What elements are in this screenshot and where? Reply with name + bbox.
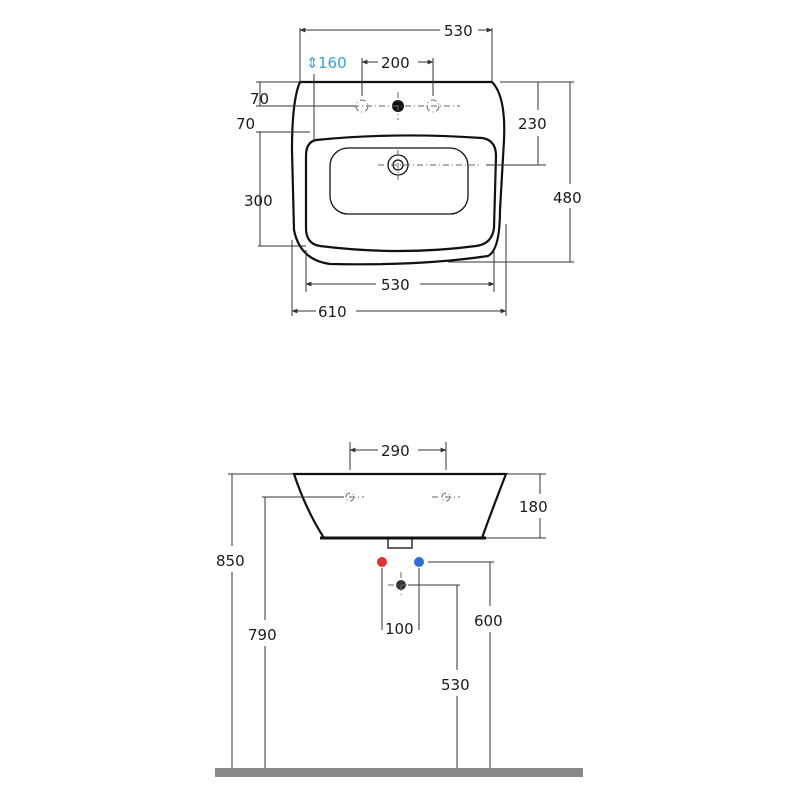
dim-bottom-530: 530 (381, 276, 410, 294)
floor-line (215, 768, 583, 777)
dim-230: 230 (518, 115, 547, 133)
dim-790: 790 (248, 626, 277, 644)
drain-stub (387, 537, 413, 549)
bowl-rim (304, 134, 498, 253)
dim-top-530: 530 (444, 22, 473, 40)
dim-530-drain: 530 (441, 676, 470, 694)
dim-600: 600 (474, 612, 503, 630)
dim-100: 100 (385, 620, 414, 638)
basin-side-profile (292, 472, 508, 540)
dim-290: 290 (381, 442, 410, 460)
dim-610: 610 (318, 303, 347, 321)
dim-480: 480 (553, 189, 582, 207)
dim-850: 850 (216, 552, 245, 570)
cold-supply-icon (414, 557, 424, 567)
dim-70-a: 70 (250, 90, 269, 108)
bowl-inner (329, 147, 469, 215)
side-view: 290 180 850 790 100 600 (215, 442, 583, 777)
dim-180: 180 (519, 498, 548, 516)
dim-depth-160: 160 (318, 54, 347, 72)
hot-supply-icon (377, 557, 387, 567)
dim-160: ⇕ (306, 54, 319, 72)
dim-70-b: 70 (236, 115, 255, 133)
dim-300-top: 300 (244, 192, 273, 210)
top-view: 530 ⇕ 160 200 70 70 300 230 480 (236, 22, 582, 321)
dim-200: 200 (381, 54, 410, 72)
basin-top-outline (290, 80, 506, 266)
